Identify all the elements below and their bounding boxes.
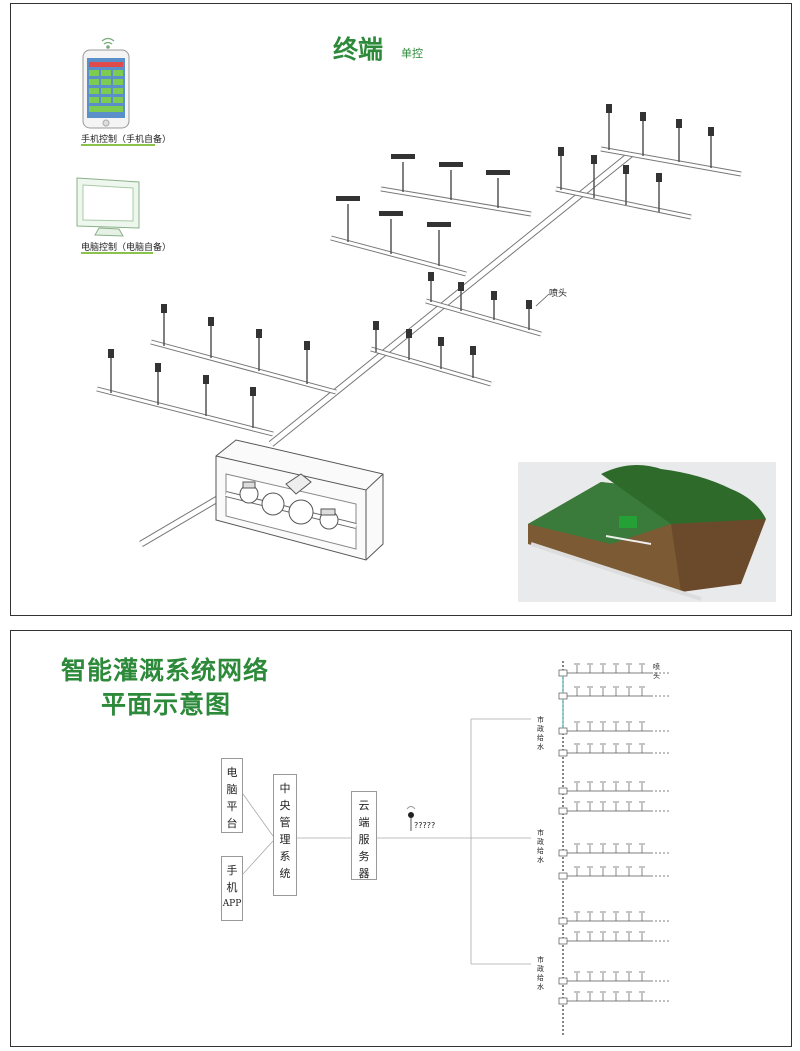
lateral-pipes	[96, 146, 742, 437]
municipal-water-label-1: 市政给水	[537, 716, 544, 751]
network-diagram	[242, 661, 671, 1036]
pc-caption-underline	[81, 252, 153, 254]
smartphone-icon	[82, 49, 130, 129]
network-title-line2: 平面示意图	[101, 690, 232, 719]
valve-box	[215, 439, 384, 561]
network-panel: 智能灌溉系统网络 平面示意图	[10, 630, 792, 1047]
terminal-subtitle: 单控	[401, 47, 423, 60]
phone-caption-underline	[81, 144, 155, 146]
terminal-panel: 终端 单控	[10, 3, 792, 616]
wifi-icon	[101, 37, 115, 49]
computer-platform-box: 电脑平台	[221, 758, 243, 833]
mini-sprinklers	[574, 663, 645, 1001]
sprinkler-heads	[108, 104, 714, 396]
cloud-server-box: 云端服务器	[351, 791, 377, 880]
wireless-label: ?????	[414, 821, 436, 830]
nozzle-callout-line	[535, 293, 550, 307]
network-title-line1: 智能灌溉系统网络	[61, 656, 270, 685]
irrigation-3d-diagram	[76, 37, 776, 602]
antenna-icon	[406, 806, 416, 831]
nozzle-label: 喷头	[549, 289, 568, 299]
branch-valves	[558, 669, 568, 1005]
municipal-water-label-3: 市政给水	[537, 956, 544, 991]
nozzle-risers	[110, 112, 712, 428]
municipal-water-label-2: 市政给水	[537, 829, 544, 864]
nozzle-label-bottom: 喷头	[653, 663, 660, 680]
pc-caption: 电脑控制（电脑自备）	[81, 243, 172, 253]
main-pipeline	[139, 151, 634, 548]
branch-rows	[563, 672, 671, 1002]
monitor-icon	[76, 177, 140, 237]
network-links	[242, 718, 531, 965]
central-system-box: 中央管理系统	[273, 774, 297, 896]
phone-caption: 手机控制（手机自备）	[81, 135, 172, 145]
field-photo	[518, 462, 776, 602]
terminal-title: 终端	[333, 35, 384, 64]
